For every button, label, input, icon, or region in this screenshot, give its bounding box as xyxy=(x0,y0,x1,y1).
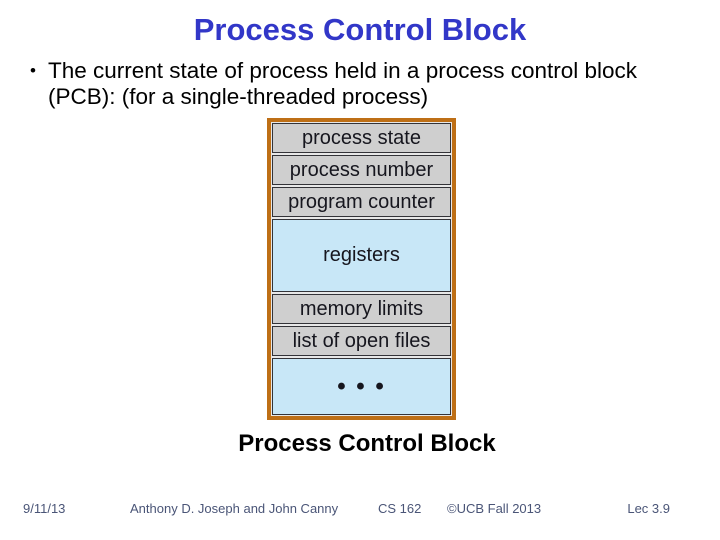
pcb-row-program-counter: program counter xyxy=(272,187,451,217)
footer-authors: Anthony D. Joseph and John Canny xyxy=(130,501,339,516)
pcb-row-memory-limits: memory limits xyxy=(272,294,451,324)
footer-course: CS 162 xyxy=(378,501,422,516)
pcb-row-registers: registers xyxy=(272,219,451,292)
footer-copyright: ©UCB Fall 2013 xyxy=(447,501,542,516)
footer-lecture: Lec 3.9 xyxy=(627,501,670,516)
pcb-row-list-of-open-files: list of open files xyxy=(272,326,451,356)
pcb-row-ellipsis: • • • xyxy=(272,358,451,415)
bullet-item: • The current state of process held in a… xyxy=(30,58,692,110)
footer-date: 9/11/13 xyxy=(23,501,66,516)
pcb-row-process-number: process number xyxy=(272,155,451,185)
pcb-row-process-state: process state xyxy=(272,123,451,153)
bullet-marker: • xyxy=(30,61,36,80)
footer: 9/11/13 Anthony D. Joseph and John Canny… xyxy=(0,501,720,521)
slide-title: Process Control Block xyxy=(193,12,527,47)
bullet-text: The current state of process held in a p… xyxy=(48,58,638,109)
diagram-caption: Process Control Block xyxy=(238,430,496,457)
